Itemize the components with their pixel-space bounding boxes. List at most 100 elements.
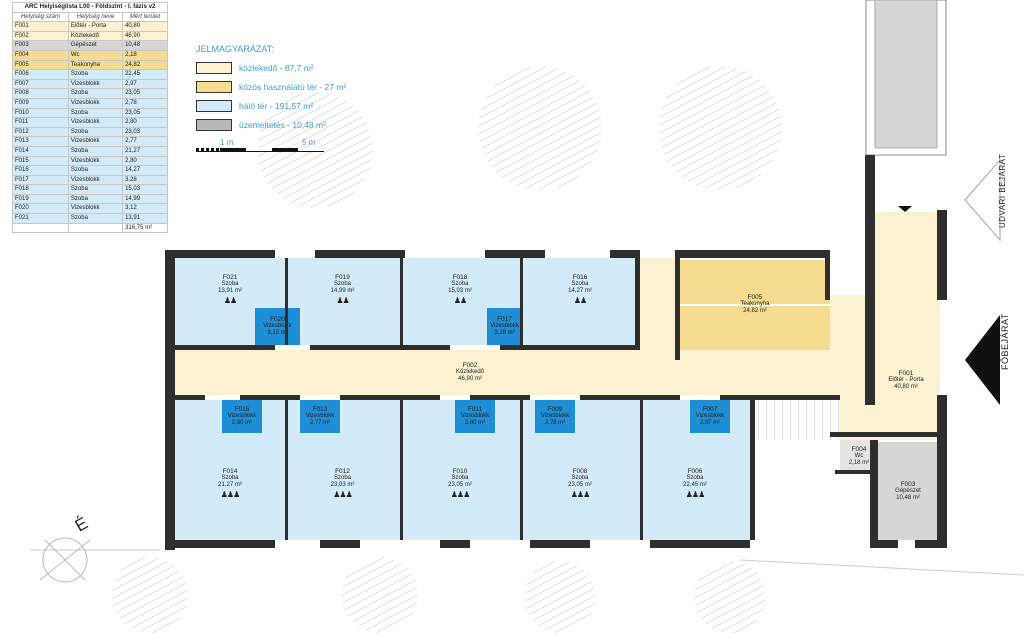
cell-name: Szoba (67, 88, 124, 99)
cell-name: Vizesblokk (67, 203, 124, 215)
legend-swatch (196, 81, 232, 93)
cell-code: F020 (12, 203, 69, 215)
cell-area: 15,03 (122, 184, 168, 195)
lobby-fill (830, 295, 940, 440)
room-code: F010 (452, 468, 468, 475)
wall (530, 540, 590, 548)
wall (610, 250, 640, 258)
wall (580, 395, 680, 400)
legend-label: üzemeltetés - 10,48 m² (239, 120, 326, 130)
room-code: F013 (312, 406, 328, 413)
cell-area: 23,03 (122, 126, 168, 138)
cell-name: Gépészet (67, 40, 124, 51)
wall (240, 395, 300, 400)
room-area: 14,99 m² (330, 288, 355, 294)
legend-item: közös használatú tér - 27 m² (196, 78, 346, 96)
cell-name: Vizesblokk (67, 155, 124, 167)
cell-code: F006 (12, 69, 69, 80)
room-code: F003 (900, 480, 916, 488)
wall (310, 345, 450, 350)
room-name: Szoba (571, 475, 589, 481)
cell-name: Teakonyha (67, 59, 124, 71)
room-code: F021 (222, 274, 238, 281)
stairs (750, 400, 840, 440)
wall (165, 395, 205, 400)
room-area: 2,77 m² (309, 420, 331, 426)
room-code: F009 (547, 406, 563, 413)
cell-code: F021 (12, 213, 69, 224)
room-area: 24,82 m² (743, 307, 767, 314)
cell-code: F009 (12, 97, 69, 109)
room-code: F016 (572, 274, 588, 281)
room-name: Vizesblokk (227, 413, 257, 419)
wall (675, 250, 680, 360)
room-name: Szoba (451, 475, 469, 481)
side-entry-label: UDVARI BEJÁRAT (998, 153, 1007, 228)
cell-name: Szoba (67, 213, 124, 224)
total-area: 316,75 m² (122, 222, 168, 234)
wall (320, 540, 360, 548)
cell-name: Közlekedő (67, 30, 124, 42)
cell-area: 14,27 (122, 165, 168, 176)
occupancy-icon: ♟♟♟ (450, 490, 470, 499)
wall (520, 258, 523, 345)
room-area: 3,12 m² (267, 330, 288, 336)
cell-name: Szoba (67, 69, 124, 80)
cell-name: Szoba (67, 107, 124, 119)
cell-code: F018 (12, 184, 69, 195)
main-entry-arrow-icon (965, 315, 1000, 405)
room-list-title: ARC Helyiséglista L00 - Földszint - I. f… (12, 2, 168, 13)
room-area: 13,91 m² (218, 288, 242, 294)
wall (520, 400, 523, 540)
wall (750, 395, 840, 400)
cell-code: F014 (12, 145, 69, 157)
cell-name: Vizesblokk (67, 117, 124, 128)
room-area: 2,18 m² (848, 459, 870, 466)
corridor-fill (175, 350, 940, 395)
wall (825, 250, 830, 300)
main-entry-label: FŐBEJÁRAT (1000, 313, 1010, 370)
room-name: Szoba (333, 475, 351, 481)
room-name: Wc (854, 452, 864, 459)
cell-code: F019 (12, 193, 69, 205)
wall (870, 540, 898, 548)
cell-name: Előtér - Porta (67, 21, 124, 32)
room-area: 2,80 m² (231, 420, 253, 426)
room-name: Szoba (333, 281, 351, 287)
wall (440, 540, 470, 548)
legend-swatch (196, 119, 232, 131)
scale-5m: 5 m (302, 138, 316, 147)
room-code: F008 (572, 468, 588, 475)
room-code: F019 (335, 274, 350, 281)
legend-swatch (196, 100, 232, 112)
cell-name: Vizesblokk (67, 174, 124, 186)
wall (485, 250, 545, 258)
cell-area: 40,80 (122, 21, 168, 32)
cell-code: F016 (12, 165, 69, 176)
room-area: 23,03 m² (330, 482, 355, 488)
room-code: F001 (898, 369, 914, 377)
cell-code: F005 (12, 59, 69, 71)
wall (165, 540, 275, 548)
room-name: Előtér - Porta (888, 376, 924, 383)
wall (675, 250, 830, 258)
